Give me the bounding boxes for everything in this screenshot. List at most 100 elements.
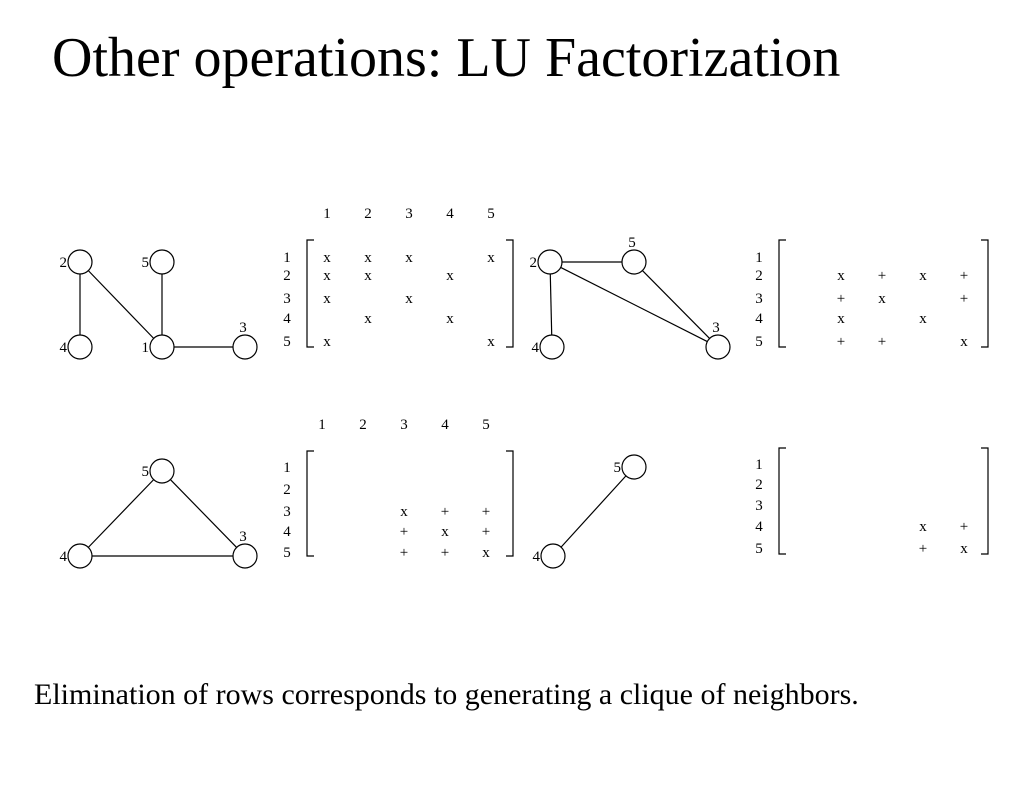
graph-node: 5 [614, 454, 647, 480]
matrix-row-label: 2 [283, 268, 291, 284]
matrix-col-label: 4 [441, 417, 449, 433]
matrix-entry-nonzero: x [960, 541, 968, 557]
matrix-entry-fill: + [441, 545, 449, 561]
graph: 54 [533, 454, 647, 569]
matrix-col-label: 2 [364, 206, 372, 222]
graph-node: 3 [705, 320, 731, 360]
matrix-entry-fill: + [960, 519, 968, 535]
matrix-row-label: 1 [755, 457, 763, 473]
node-label: 5 [628, 235, 636, 251]
matrix-row-label: 3 [283, 291, 291, 307]
matrix-entry-fill: + [878, 334, 886, 350]
matrix-entry-nonzero: x [364, 250, 372, 266]
matrix-left-bracket [778, 239, 786, 348]
matrix-entry-fill: + [441, 504, 449, 520]
node-circle [149, 249, 175, 275]
node-circle [232, 543, 258, 569]
matrix-col-label: 4 [446, 206, 454, 222]
matrix-entry-nonzero: x [837, 311, 845, 327]
graph-node: 5 [142, 458, 175, 484]
node-label: 5 [614, 460, 622, 476]
matrix-row-label: 5 [755, 334, 763, 350]
matrix-row-label: 5 [283, 334, 291, 350]
matrix-entry-nonzero: x [482, 545, 490, 561]
matrix-row-label: 2 [755, 477, 763, 493]
node-circle [621, 454, 647, 480]
node-circle [621, 249, 647, 275]
graph-edge [87, 270, 155, 339]
matrix-entry-fill: + [400, 524, 408, 540]
matrix-entry-nonzero: x [405, 250, 413, 266]
matrix-left-bracket [306, 239, 314, 348]
matrix-entry-nonzero: x [323, 268, 331, 284]
matrix-row-label: 3 [283, 504, 291, 520]
matrix-row-label: 3 [755, 291, 763, 307]
matrix-entry-nonzero: x [446, 311, 454, 327]
matrix-entry-nonzero: x [323, 334, 331, 350]
graph-edge [560, 475, 627, 548]
graph-node: 2 [530, 249, 563, 275]
node-label: 4 [532, 340, 540, 356]
node-label: 3 [712, 320, 720, 336]
matrix-entry-fill: + [960, 291, 968, 307]
matrix-entry-nonzero: x [364, 268, 372, 284]
matrix-entry-nonzero: x [323, 291, 331, 307]
matrix-left-bracket [306, 450, 314, 557]
matrix-col-label: 1 [323, 206, 331, 222]
matrix-entry-nonzero: x [919, 311, 927, 327]
matrix-row-label: 4 [283, 311, 291, 327]
matrix-col-label: 1 [318, 417, 326, 433]
matrix-row-label: 5 [283, 545, 291, 561]
graph-edge [642, 270, 710, 339]
matrix-entry-fill: + [482, 524, 490, 540]
matrix-entry-nonzero: x [441, 524, 449, 540]
matrix-right-bracket [506, 450, 514, 557]
graph-node: 4 [60, 543, 93, 569]
matrix-entry-nonzero: x [364, 311, 372, 327]
matrix-entry-nonzero: x [487, 334, 495, 350]
matrix-entry-fill: + [960, 268, 968, 284]
graph-node: 4 [533, 543, 566, 569]
matrix-entry-nonzero: x [960, 334, 968, 350]
matrix-entry-nonzero: x [878, 291, 886, 307]
node-circle [232, 334, 258, 360]
matrix-row-label: 1 [755, 250, 763, 266]
node-circle [149, 458, 175, 484]
graph-node: 4 [532, 334, 565, 360]
node-circle [540, 543, 566, 569]
matrix-entry-fill: + [837, 291, 845, 307]
matrix-entry-fill: + [919, 541, 927, 557]
matrix-col-label: 2 [359, 417, 367, 433]
caption: Elimination of rows corresponds to gener… [34, 678, 859, 711]
matrix-entry-nonzero: x [323, 250, 331, 266]
matrix-right-bracket [506, 239, 514, 348]
node-label: 5 [142, 255, 150, 271]
graph-edge [560, 266, 708, 343]
matrix-right-bracket [981, 239, 989, 348]
graph-edge [169, 479, 238, 548]
matrix-row-label: 4 [755, 519, 763, 535]
node-label: 1 [142, 340, 150, 356]
graph-node: 5 [142, 249, 175, 275]
matrix-entry-nonzero: x [837, 268, 845, 284]
node-label: 4 [60, 340, 68, 356]
matrix-entry-fill: + [837, 334, 845, 350]
matrix-row-label: 2 [283, 482, 291, 498]
node-label: 5 [142, 464, 150, 480]
matrix-entry-fill: + [878, 268, 886, 284]
node-circle [67, 543, 93, 569]
matrix-entry-nonzero: x [400, 504, 408, 520]
matrix-row-label: 2 [755, 268, 763, 284]
matrix-row-label: 4 [755, 311, 763, 327]
node-circle [67, 334, 93, 360]
node-circle [149, 334, 175, 360]
matrix-col-label: 3 [400, 417, 408, 433]
